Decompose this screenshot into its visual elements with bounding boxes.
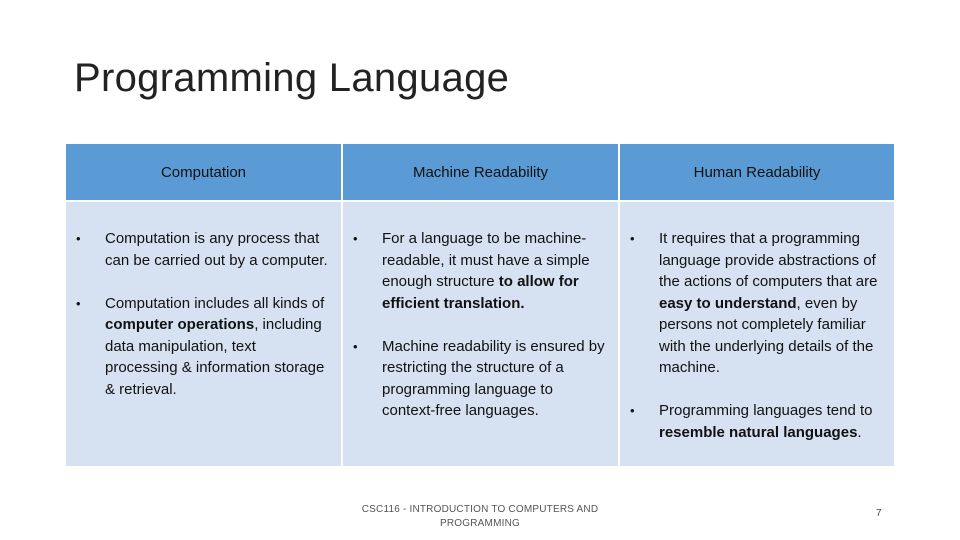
text-run: , even by persons not completely familia… [659, 294, 874, 377]
text-run: For a language to be machine-readable, i… [382, 230, 590, 290]
text-run: Computation includes all kinds of [105, 294, 325, 312]
header-human-readability: Human Readability [620, 144, 894, 200]
footer-line: CSC116 - INTRODUCTION TO COMPUTERS AND [361, 504, 599, 515]
footer-line: PROGRAMMING [440, 518, 520, 529]
slide-title: Programming Language [74, 56, 510, 100]
page-number: 7 [876, 508, 882, 519]
text-run: Programming languages tend to [659, 402, 873, 419]
text-run: . [857, 423, 862, 441]
bullet-list: It requires that a programming language … [630, 228, 884, 443]
bold-text: easy to understand [659, 294, 797, 312]
bullet-item: Programming languages tend to resemble n… [630, 400, 884, 443]
bullet-list: For a language to be machine-readable, i… [353, 228, 608, 422]
bullet-item: Computation includes all kinds of comput… [76, 293, 331, 401]
bullet-item: Machine readability is ensured by restri… [353, 336, 608, 422]
cell-human-readability: It requires that a programming language … [620, 202, 894, 466]
cell-computation: Computation is any process that can be c… [66, 202, 341, 466]
bullet-list: Computation is any process that can be c… [76, 228, 331, 400]
bullet-item: Computation is any process that can be c… [76, 228, 331, 271]
bold-text: computer operations [105, 316, 255, 333]
text-run: It requires that a programming language … [659, 230, 878, 290]
cell-machine-readability: For a language to be machine-readable, i… [343, 202, 618, 466]
footer-course-label: CSC116 - INTRODUCTION TO COMPUTERS AND P… [350, 503, 610, 531]
bullet-item: For a language to be machine-readable, i… [353, 228, 608, 314]
bold-text: resemble natural languages [659, 423, 858, 441]
header-computation: Computation [66, 144, 341, 200]
header-machine-readability: Machine Readability [343, 144, 618, 200]
text-run: , including data manipulation, text proc… [105, 316, 325, 398]
text-run: Machine readability is ensured by restri… [382, 337, 605, 420]
bold-text: to allow for efficient translation. [382, 273, 579, 312]
text-run: Computation is any process that can be c… [105, 230, 328, 269]
content-table: Computation Machine Readability Human Re… [66, 144, 894, 468]
bullet-item: It requires that a programming language … [630, 228, 884, 379]
